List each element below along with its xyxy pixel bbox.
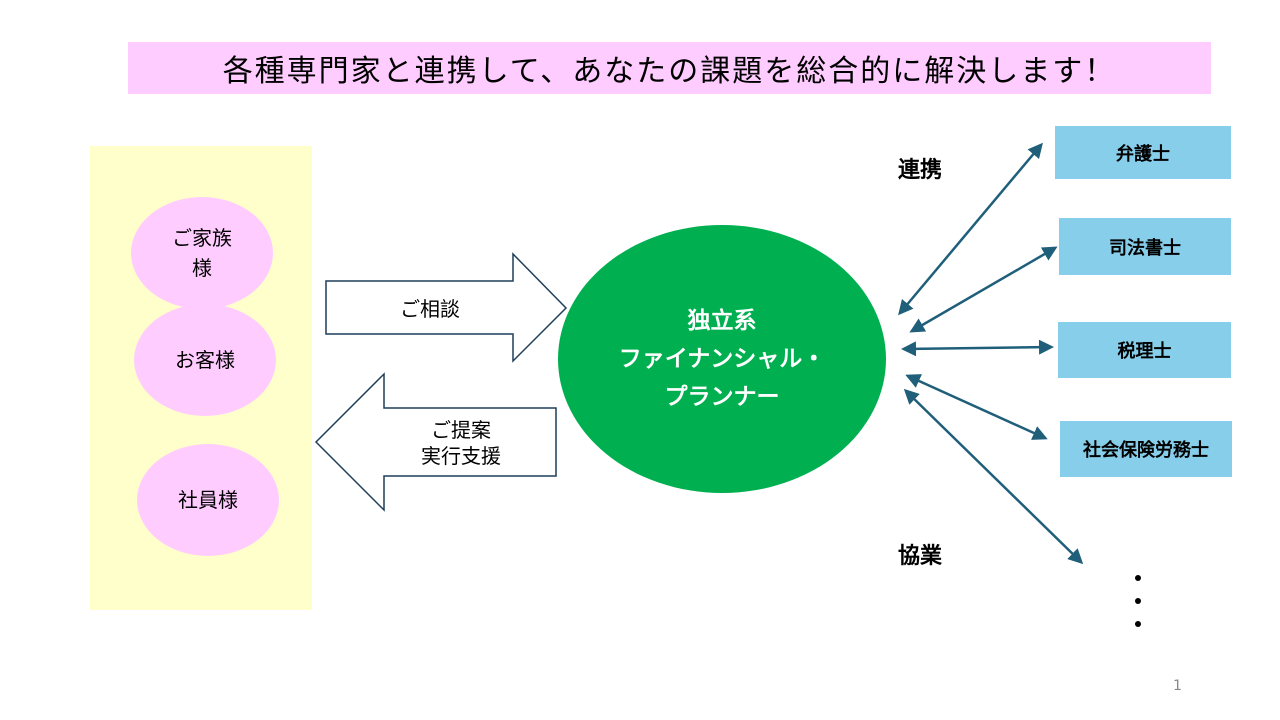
expert-shihoshoshi: 司法書士 — [1059, 218, 1231, 275]
independent-fp-label: 独立系 ファイナンシャル・ プランナー — [618, 308, 826, 410]
kyogyo-label: 協業 — [898, 544, 943, 569]
ellipsis-dot — [1135, 598, 1141, 604]
title-text: 各種専門家と連携して、あなたの課題を総合的に解決します！ — [222, 54, 1117, 89]
independent-fp-circle: 独立系 ファイナンシャル・ プランナー — [558, 225, 886, 493]
renkei-label: 連携 — [898, 158, 943, 183]
ellipsis-dot — [1135, 575, 1141, 581]
client-family: ご家族 様 — [131, 197, 273, 309]
title-banner: 各種専門家と連携して、あなたの課題を総合的に解決します！ — [128, 42, 1211, 94]
client-employee: 社員様 — [137, 444, 279, 556]
proposal-label: ご提案 実行支援 — [421, 418, 501, 468]
expert-bengoshi: 弁護士 — [1055, 126, 1231, 179]
ellipsis-dot — [1135, 621, 1141, 627]
consult-label: ご相談 — [400, 297, 460, 321]
connector-sharoushi — [905, 374, 1048, 440]
client-customer: お客様 — [134, 304, 276, 416]
connector-zeirishi — [901, 339, 1054, 357]
connector-shihoshoshi — [909, 246, 1058, 333]
proposal-block-arrow — [314, 372, 557, 512]
page-number: 1 — [1173, 678, 1182, 694]
consult-block-arrow — [325, 252, 568, 363]
connector-others — [903, 388, 1084, 565]
expert-sharoushi: 社会保険労務士 — [1060, 421, 1232, 477]
expert-zeirishi: 税理士 — [1058, 322, 1231, 378]
